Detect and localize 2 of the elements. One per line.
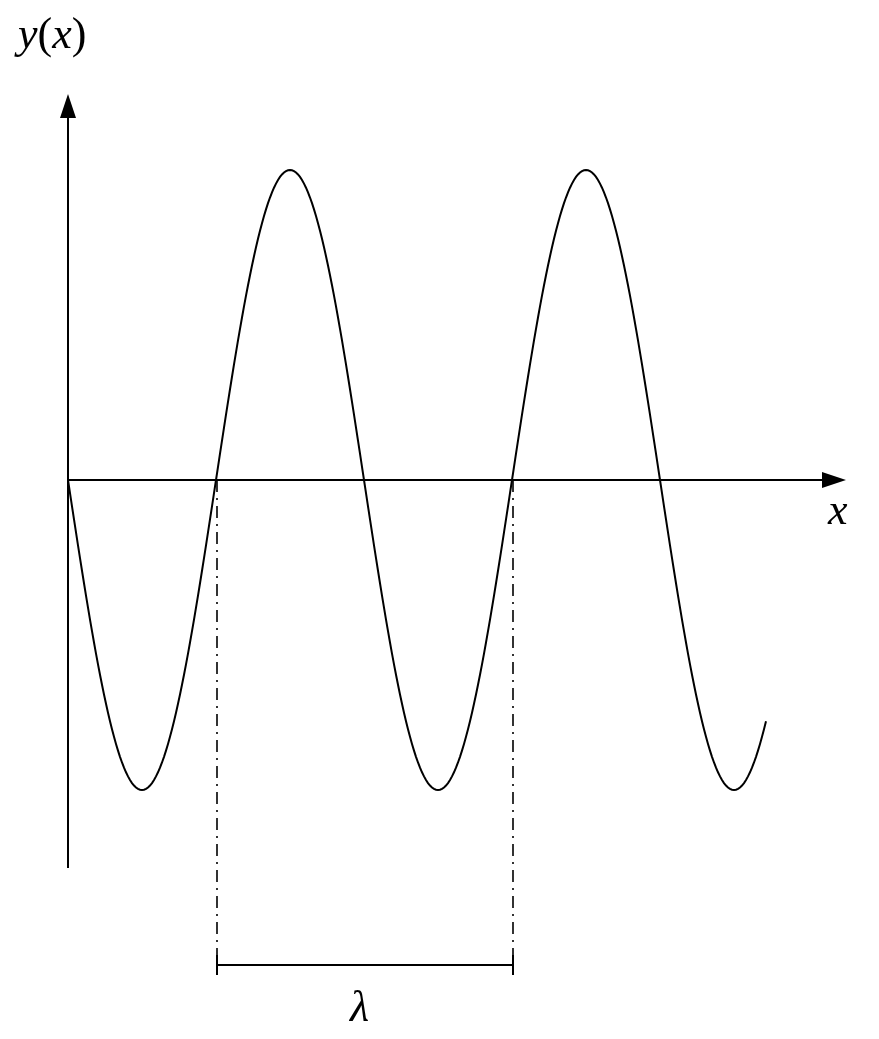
dimension-label: λ [350,985,370,1029]
axis-label: x [828,488,848,532]
